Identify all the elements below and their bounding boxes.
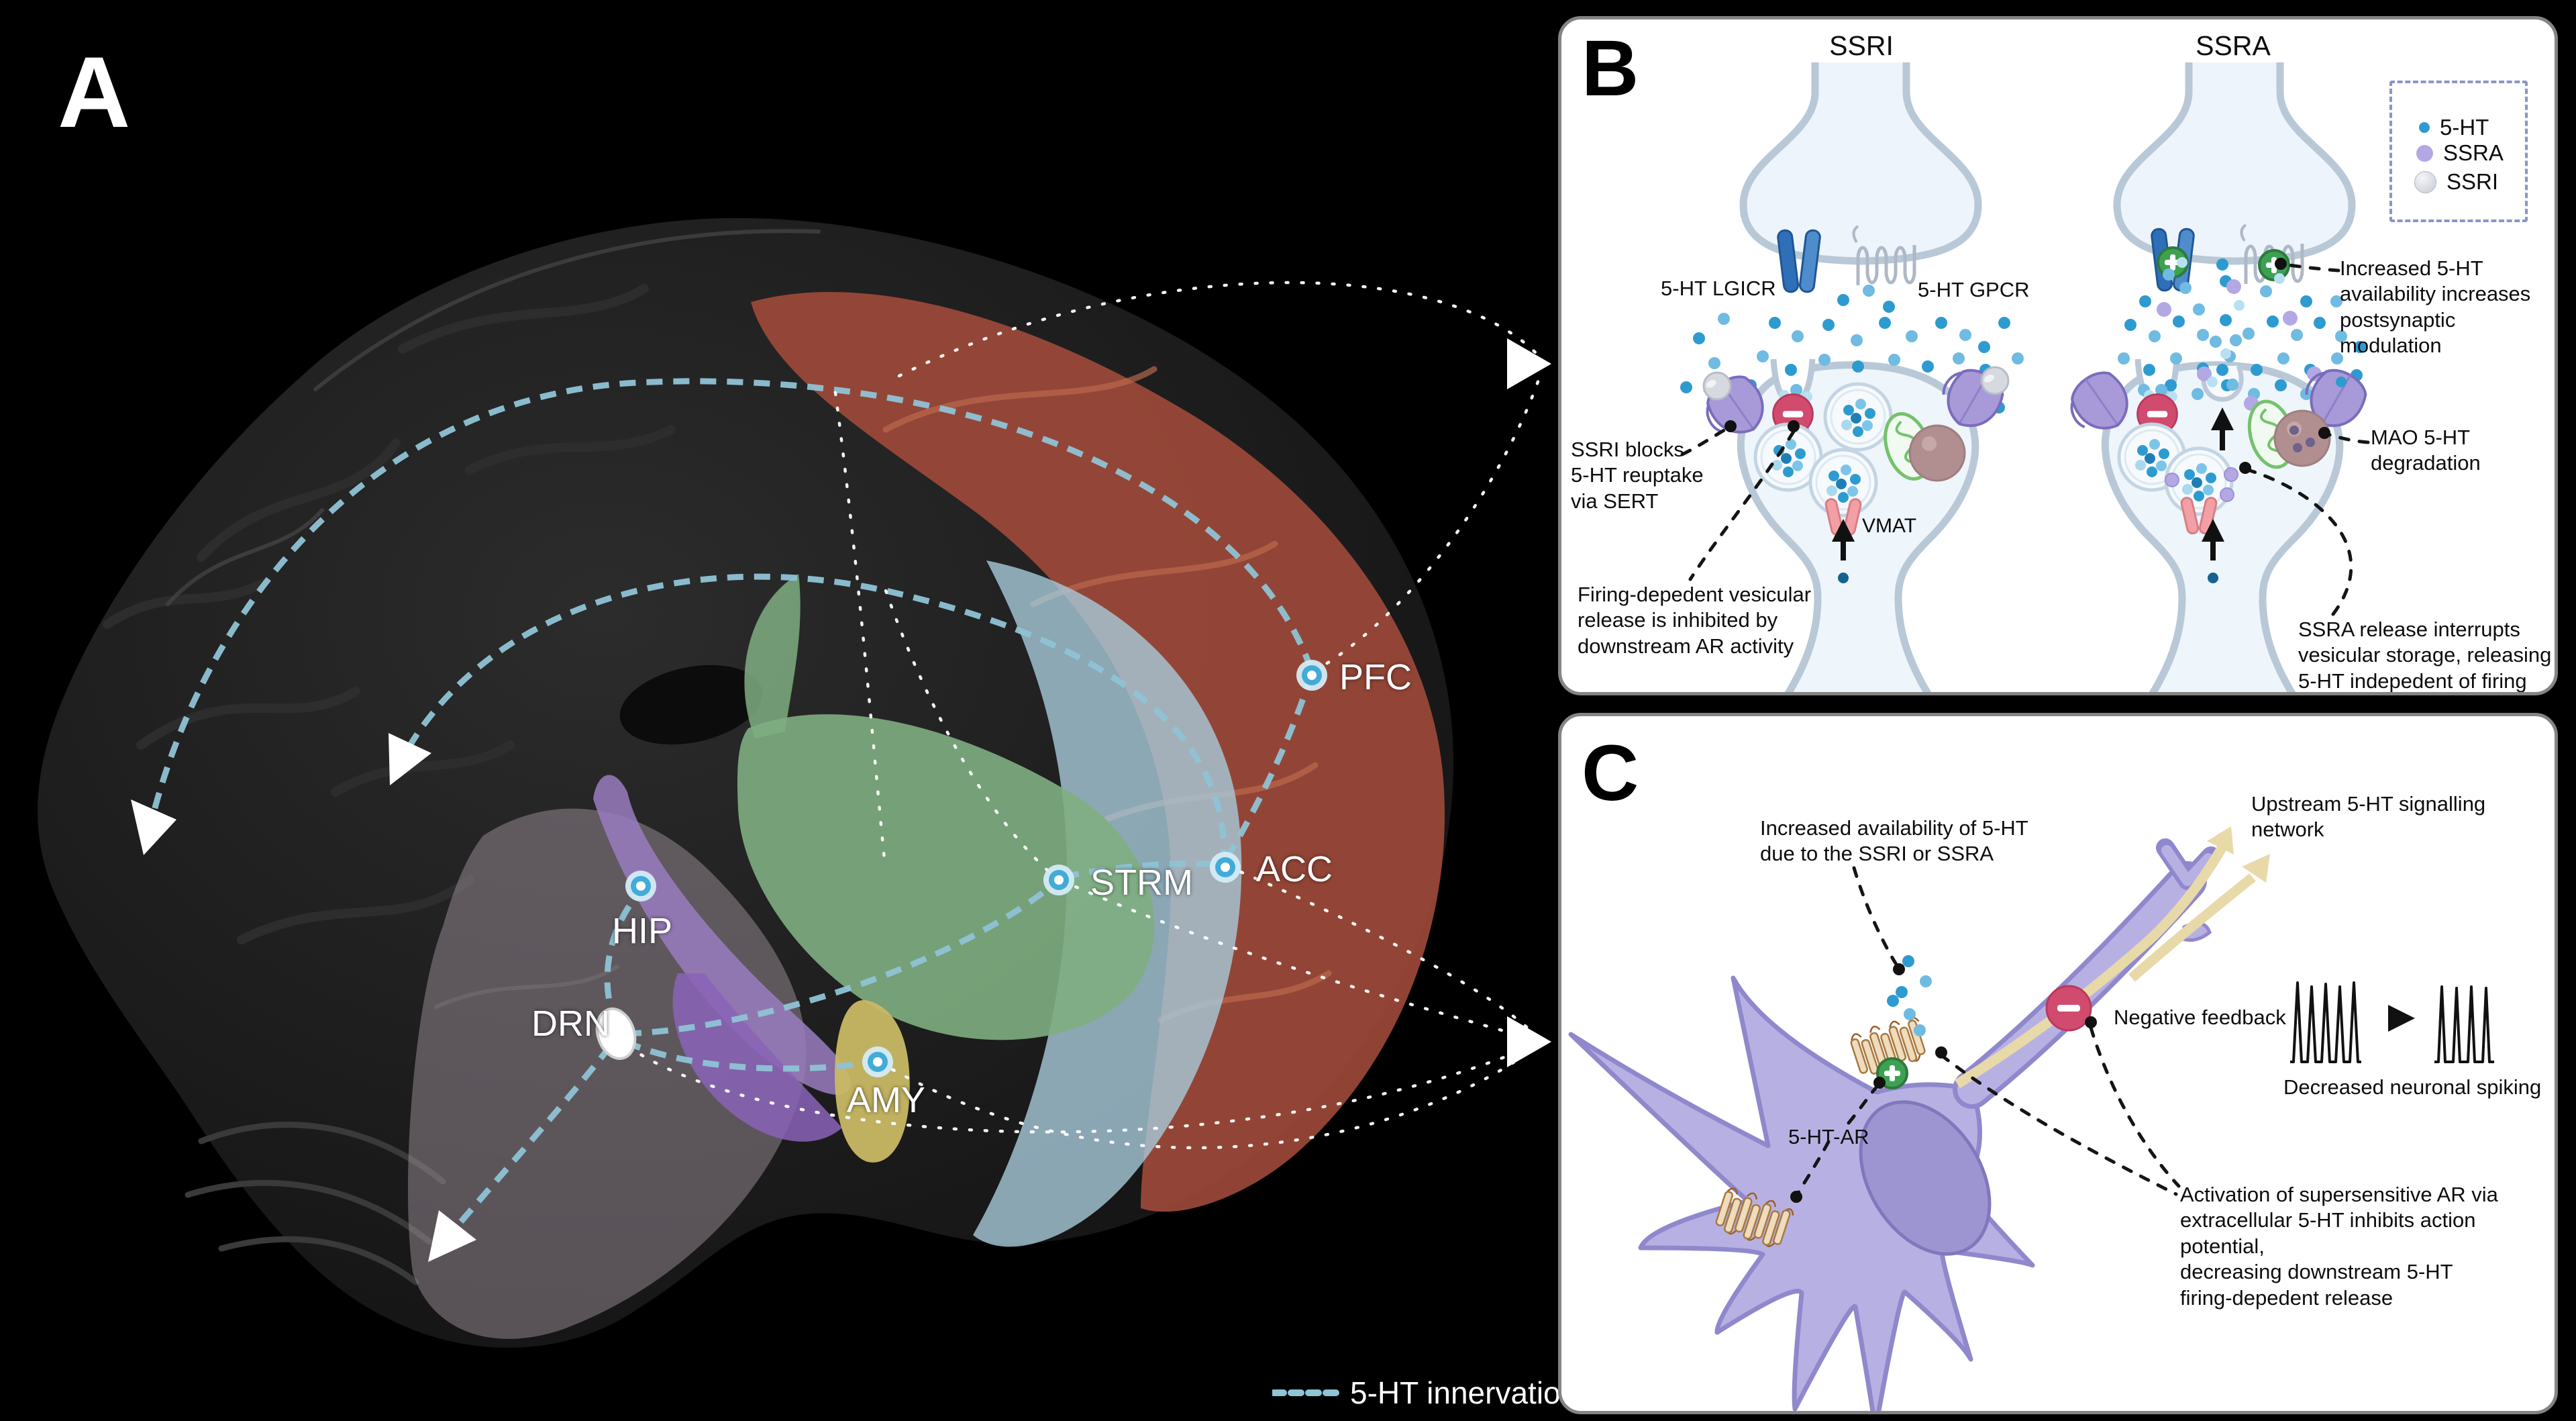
label-lgicr: 5-HT LGICR	[1661, 277, 1776, 300]
leader-dots	[1790, 963, 2097, 1203]
serotonergic-neuron	[1568, 838, 2220, 1411]
panel-c-label: C	[1582, 729, 1639, 818]
annotation-activation: Activation of supersensitive AR via extr…	[2180, 1183, 2498, 1310]
region-hip	[593, 775, 852, 1095]
panel-b: B SSRI SSRA 5-HT SSRA SSRI 5-HT LGICR 5-…	[1558, 16, 2558, 695]
region-strm	[737, 714, 1155, 1040]
label-gpcr: 5-HT GPCR	[1918, 278, 2030, 301]
synapse-ssri	[1680, 62, 2024, 692]
postsynaptic-terminal	[1743, 62, 1978, 261]
uptake-arrow-icon	[1832, 519, 1855, 542]
region-pfc	[751, 292, 1445, 1212]
nucleus	[1859, 1100, 1992, 1256]
transition-arrow-icon	[2388, 1005, 2415, 1032]
innervation-legend: 5-HT innervation	[1272, 1375, 1578, 1411]
marker-acc	[1210, 852, 1241, 883]
annotation-decreased: Decreased neuronal spiking	[2283, 1075, 2542, 1099]
legend-label-5ht: 5-HT	[2440, 115, 2489, 140]
annotation-ssra-release: SSRA release interrupts vesicular storag…	[2298, 618, 2552, 692]
innervation-legend-line-icon	[1272, 1389, 1339, 1396]
panel-b-label: B	[1582, 24, 1639, 113]
5ht-legend-dot	[2419, 122, 2430, 133]
panel-link-dotted-paths	[614, 281, 1542, 1150]
annotation-leaders	[1796, 866, 2181, 1196]
annotation-ar-label: 5-HT-AR	[1788, 1125, 1869, 1148]
annotation-increased: Increased availability of 5-HT due to th…	[1760, 816, 2028, 866]
annotation-firing: Firing-depedent vesicular release is inh…	[1578, 583, 1812, 658]
region-label-pfc: PFC	[1339, 657, 1412, 697]
brain-illustration	[38, 217, 1551, 1348]
serotonin-dots-right	[2110, 257, 2366, 428]
ssra-molecule-icon	[2165, 473, 2179, 487]
innervation-paths	[145, 378, 1315, 1252]
label-vmat: VMAT	[1862, 515, 1917, 537]
leader-dots	[1724, 258, 2330, 474]
uptake-arrow-icon	[2202, 519, 2224, 542]
spike-train-graphic	[2290, 981, 2494, 1063]
ssra-molecule-icon	[2224, 467, 2238, 482]
marker-pfc	[1296, 660, 1327, 691]
panel-pointer-arrows	[1507, 338, 1551, 1067]
mao-enzyme-icon	[2273, 409, 2331, 467]
annotation-mao: MAO 5-HT degradation	[2371, 426, 2481, 475]
annotation-postsynaptic: Increased 5-HT availability increases po…	[2340, 256, 2531, 358]
annotation-leaders	[1680, 262, 2370, 616]
ssri-molecule-icon	[1702, 371, 1732, 401]
ssra-legend-dot	[2416, 144, 2433, 162]
panel-a-label: A	[58, 36, 130, 148]
vesicle-icon	[1825, 384, 1891, 450]
innervation-legend-label: 5-HT innervation	[1350, 1375, 1578, 1410]
region-label-drn: DRN	[531, 1003, 610, 1044]
region-label-amy: AMY	[847, 1080, 926, 1120]
region-parahippocampal	[672, 973, 842, 1142]
release-arrow-icon	[2211, 407, 2234, 430]
marker-amy	[862, 1046, 893, 1077]
marker-drn	[595, 1007, 637, 1061]
vesicle-icon	[1810, 450, 1876, 516]
ssra-title: SSRA	[2196, 30, 2271, 61]
ssri-legend-dot	[2414, 170, 2436, 193]
annotation-ssri-blocks: SSRI blocks 5-HT reuptake via SERT	[1571, 438, 1704, 513]
synapse-ssra	[2058, 62, 2374, 692]
ssri-title: SSRI	[1829, 30, 1894, 61]
region-amy	[835, 999, 910, 1163]
thalamus-shadow	[619, 665, 763, 745]
region-label-hip: HIP	[612, 911, 673, 951]
molecule-legend: 5-HT SSRA SSRI	[2389, 81, 2528, 222]
legend-label-ssra: SSRA	[2443, 140, 2504, 165]
region-strm-tail	[744, 574, 801, 738]
innervation-arrowheads	[131, 733, 476, 1262]
marker-strm	[1043, 865, 1074, 895]
neuron-diagram	[1568, 826, 2494, 1411]
panel-c: C Increased availability of 5-HT due to …	[1558, 713, 2558, 1414]
region-markers	[595, 660, 1327, 1077]
upstream-signal-arrows	[1955, 826, 2270, 1089]
negative-feedback-minus-icon	[2045, 985, 2092, 1032]
serotonin-dots	[1887, 955, 1932, 1036]
region-label-acc: ACC	[1256, 849, 1333, 889]
ssri-molecule-icon	[1980, 366, 2010, 395]
annotation-upstream: Upstream 5-HT signalling network	[2251, 792, 2486, 842]
region-label-strm: STRM	[1090, 863, 1193, 903]
mao-enzyme-icon	[1908, 424, 1966, 482]
legend-label-ssri: SSRI	[2446, 169, 2499, 194]
ssra-molecule-icon	[2220, 487, 2234, 502]
synapse-diagram	[1680, 19, 2374, 692]
annotation-negative-feedback: Negative feedback	[2114, 1006, 2286, 1029]
marker-hip	[625, 871, 656, 901]
